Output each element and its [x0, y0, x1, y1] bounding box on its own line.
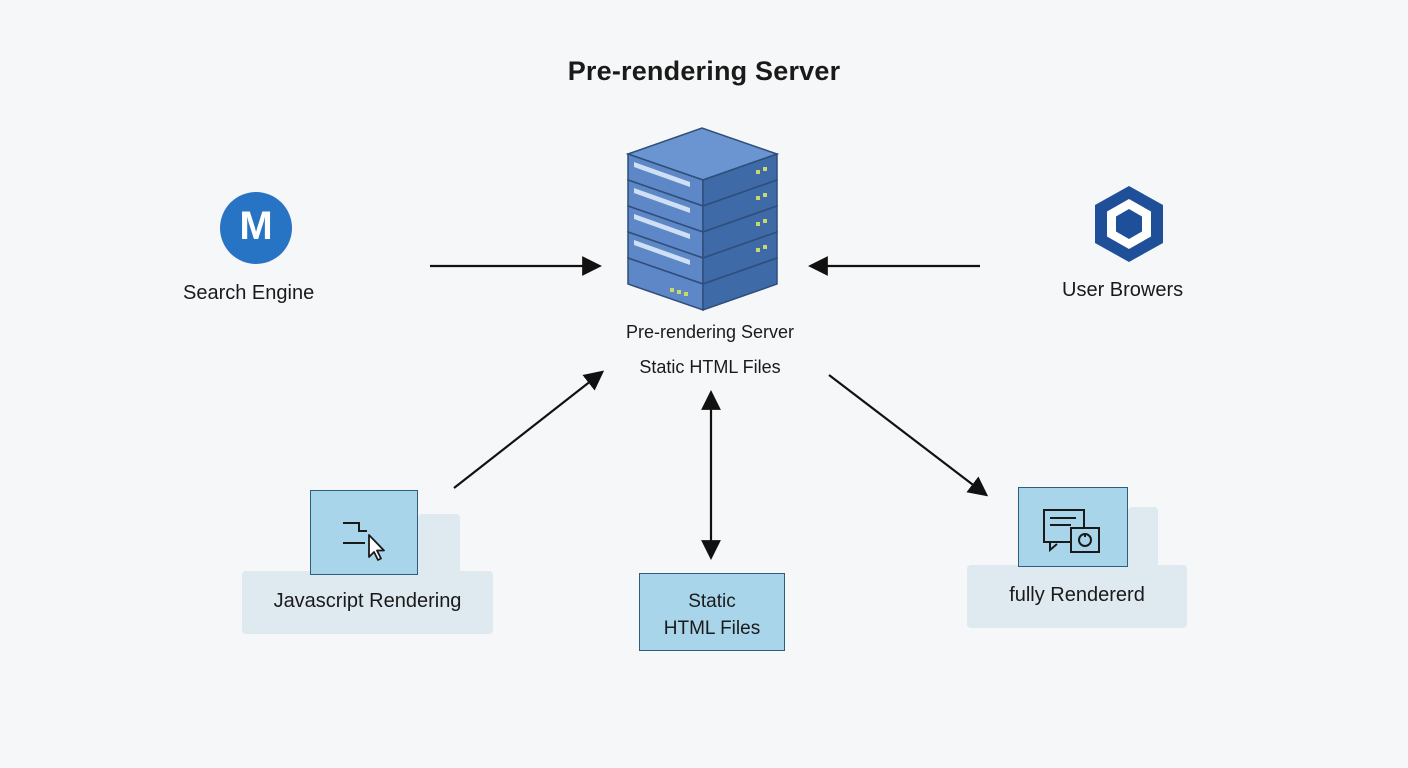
static-html-files-line2: HTML Files [663, 618, 761, 639]
rendered-page-icon [1043, 509, 1100, 553]
fully-rendered-panel-tab [1128, 507, 1158, 569]
hexagon-browser-logo-icon [1093, 184, 1165, 264]
fully-rendered-label: fully Rendererd [1009, 584, 1145, 606]
diagram-title: Pre-rendering Server [567, 56, 841, 86]
server-sublabel: Static HTML Files [639, 357, 781, 377]
js-rendering-panel-tab [418, 514, 460, 574]
arrow-server-to-rendered [828, 374, 989, 497]
static-html-files-line1: Static [688, 591, 736, 612]
js-rendering-panel [242, 571, 493, 634]
fully-rendered-box [1018, 487, 1128, 567]
user-browsers-label: User Browers [1062, 279, 1184, 301]
js-rendering-label: Javascript Rendering [273, 590, 462, 612]
fully-rendered-panel [967, 565, 1187, 628]
search-engine-logo-icon: M [218, 192, 294, 264]
arrow-js-to-server [453, 370, 605, 489]
static-html-files-box: Static HTML Files [639, 573, 785, 651]
search-engine-logo-letter: M [239, 204, 273, 248]
js-rendering-box [310, 490, 418, 575]
server-stack-icon [620, 122, 785, 317]
search-engine-label: Search Engine [183, 282, 315, 304]
cursor-code-icon [343, 522, 385, 561]
server-name-label: Pre-rendering Server [625, 322, 795, 342]
